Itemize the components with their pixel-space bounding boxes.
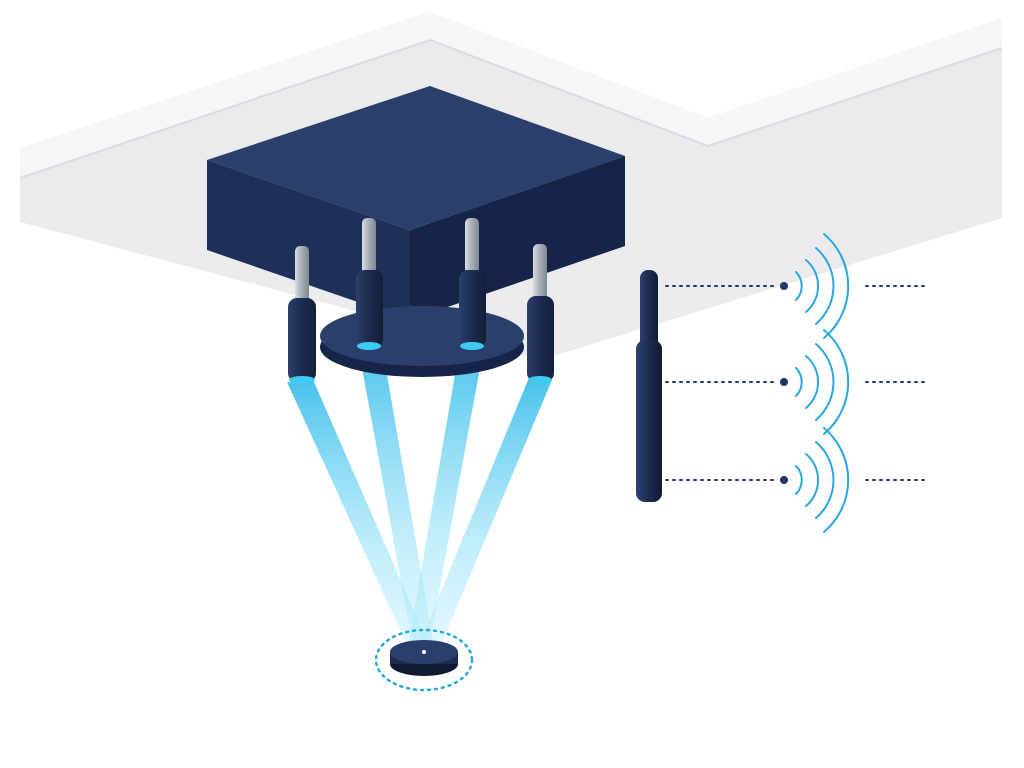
sensor-probe — [288, 246, 316, 384]
sensor-dome — [320, 306, 524, 377]
sensor-probes — [288, 218, 554, 384]
wireless-antenna — [636, 270, 662, 502]
signal-waves — [665, 233, 929, 533]
signal-wave-row-2 — [665, 329, 929, 435]
light-beam — [358, 346, 435, 652]
light-beams — [287, 346, 552, 652]
sensor-probe — [459, 218, 486, 350]
light-beam — [407, 346, 484, 652]
signal-wave-row-3 — [665, 427, 929, 533]
target-puck — [374, 628, 474, 692]
light-beam — [287, 382, 432, 652]
sensor-probe — [527, 244, 554, 384]
light-beam — [416, 380, 552, 652]
sensor-probe — [356, 218, 383, 350]
signal-wave-row-1 — [665, 233, 929, 339]
